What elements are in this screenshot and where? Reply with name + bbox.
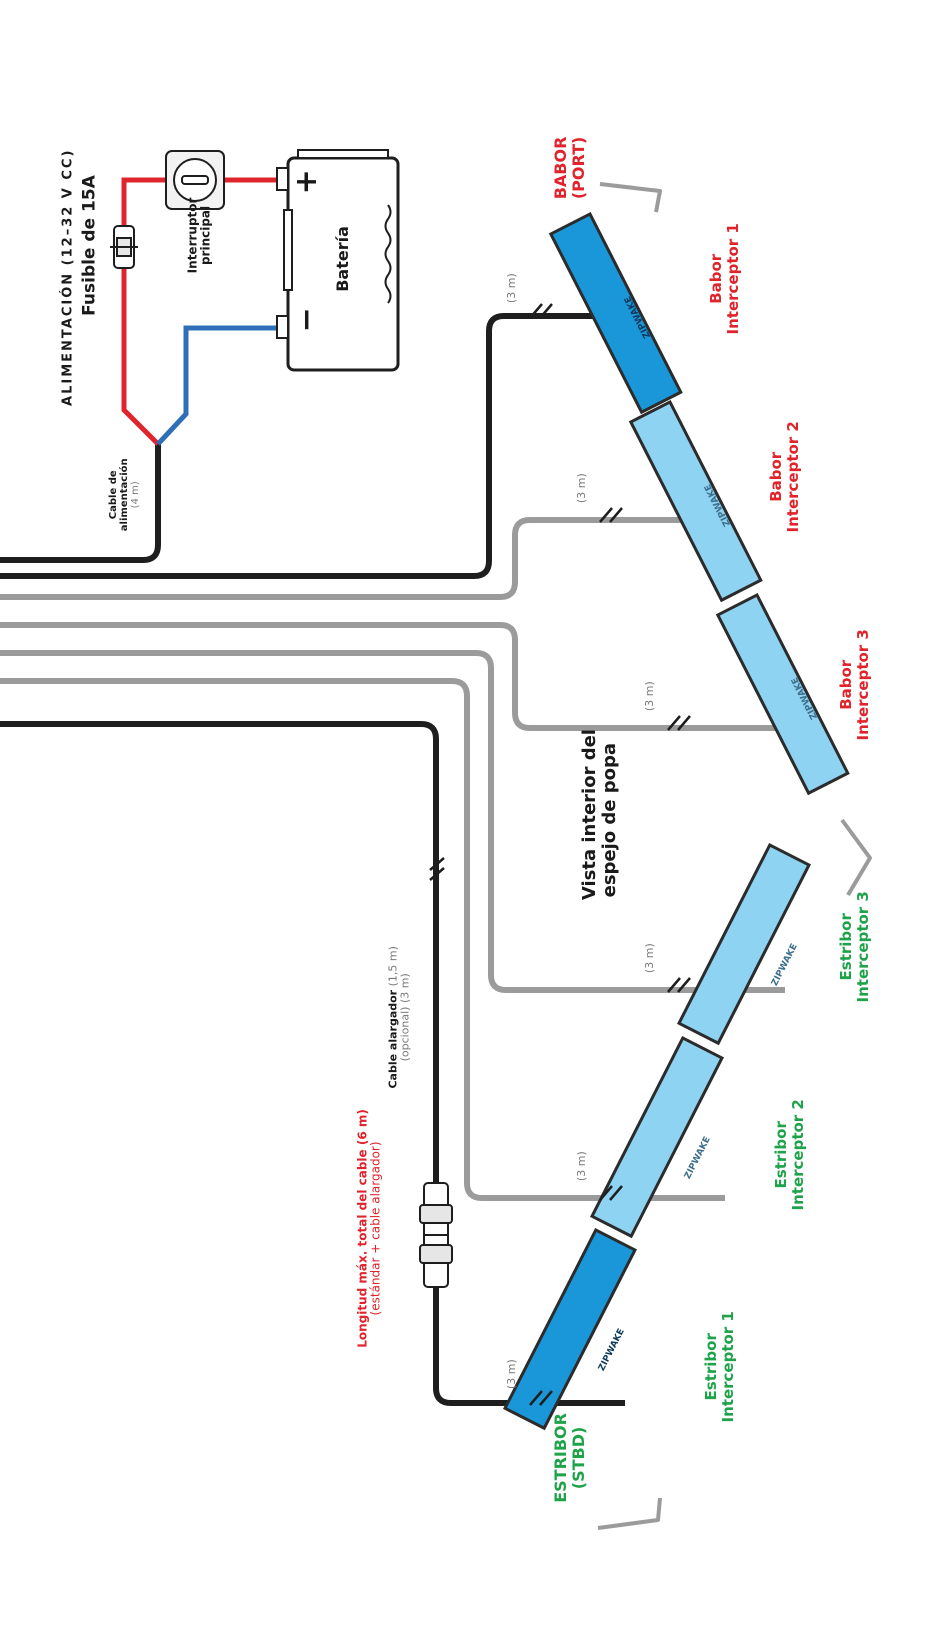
babor-side-line1: BABOR: [551, 136, 571, 200]
estribor-interceptor-1-label: Estribor Interceptor 1: [702, 1302, 737, 1432]
cable-estribor-interceptor-1: [0, 721, 439, 1183]
estribor-interceptor-3-label: Estribor Interceptor 3: [837, 882, 872, 1012]
break-mark: [667, 715, 691, 731]
extension-title: Cable alargador: [386, 989, 400, 1089]
babor-side-label: BABOR (PORT): [551, 128, 588, 208]
battery-minus: −: [289, 307, 325, 333]
cable-estribor-interceptor-2: [0, 678, 725, 1201]
fuse-icon: [110, 225, 138, 269]
power-cable: [0, 444, 161, 563]
red-wire: [121, 177, 170, 446]
estribor-i1-line2: Interceptor 1: [719, 1311, 737, 1423]
babor-i1-line1: Babor: [707, 253, 726, 304]
break-mark: [529, 1390, 553, 1406]
break-mark: [529, 303, 553, 319]
view-label-line1: Vista interior del: [578, 729, 600, 901]
babor-i2-line1: Babor: [767, 451, 786, 502]
estribor-i2-line1: Estribor: [772, 1121, 791, 1189]
battery-icon: [276, 149, 400, 372]
estribor-side-label: ESTRIBOR (STBD): [551, 1408, 588, 1508]
estribor-i3-line2: Interceptor 3: [854, 891, 872, 1003]
estribor-interceptor-2-label: Estribor Interceptor 2: [772, 1090, 807, 1220]
transom-apex: [840, 818, 872, 897]
switch-label-line1: Interruptor: [185, 197, 200, 274]
power-cable-label: Cable de alimentación (4 m): [108, 440, 142, 550]
babor-bracket: [599, 182, 662, 213]
fuse-label: Fusible de 15A: [79, 175, 100, 316]
switch-icon: [165, 150, 225, 210]
switch-label-line2: principal: [199, 205, 213, 266]
estribor-side-line2: (STBD): [569, 1426, 588, 1490]
estribor-side-line1: ESTRIBOR: [551, 1413, 571, 1503]
cable-babor-interceptor-1: [0, 313, 640, 579]
babor-interceptor-2-unit: [628, 399, 763, 603]
power-title: ALIMENTACIÓN (12–32 V CC): [60, 148, 76, 406]
cable-length-estribor-3: (3 m): [642, 943, 656, 974]
power-cable-label-line1: Cable de: [108, 470, 120, 520]
babor-interceptor-1-label: Babor Interceptor 1: [707, 214, 742, 344]
estribor-interceptor-1-unit: [502, 1228, 638, 1431]
blue-wire: [156, 325, 288, 446]
max-length-label: Longitud máx. total del cable (6 m) (est…: [355, 1088, 384, 1368]
cable-length-estribor-2: (3 m): [574, 1151, 588, 1182]
estribor-interceptor-2-unit: [589, 1036, 725, 1239]
babor-i3-line1: Babor: [837, 659, 856, 710]
switch-label: Interruptor principal: [185, 175, 214, 295]
break-mark: [599, 1185, 623, 1201]
extension-optional: (opcional): [399, 1006, 412, 1062]
battery-plus: +: [289, 169, 325, 195]
cable-length-babor-1: (3 m): [504, 273, 518, 304]
extension-cable-label: Cable alargador (1,5 m) (opcional) (3 m): [386, 907, 413, 1127]
babor-interceptor-1-unit: [548, 211, 683, 415]
estribor-bracket: [597, 1497, 662, 1530]
extension-length1: (1,5 m): [386, 946, 400, 987]
cable-estribor-interceptor-1-lower: [433, 1287, 625, 1406]
babor-i1-line2: Interceptor 1: [724, 223, 742, 335]
cable-babor-interceptor-3: [0, 622, 775, 731]
extension-connector-icon: [419, 1182, 453, 1288]
power-cable-length: (4 m): [130, 481, 142, 509]
cable-babor-interceptor-2: [0, 517, 710, 600]
battery-label: Batería: [333, 226, 353, 292]
break-mark: [667, 977, 691, 993]
max-length-line2: (estándar + cable alargador): [369, 1141, 383, 1316]
cable-estribor-interceptor-3: [0, 650, 785, 993]
babor-interceptor-3-unit: [715, 592, 850, 796]
babor-i3-line2: Interceptor 3: [854, 629, 872, 741]
cable-length-estribor-1: (3 m): [504, 1359, 518, 1390]
view-label-line2: espejo de popa: [599, 742, 620, 898]
view-label: Vista interior del espejo de popa: [578, 729, 620, 901]
estribor-i3-line1: Estribor: [837, 913, 856, 981]
babor-interceptor-3-label: Babor Interceptor 3: [837, 620, 872, 750]
babor-i2-line2: Interceptor 2: [784, 421, 802, 533]
estribor-interceptor-3-unit: [676, 843, 812, 1046]
estribor-i1-line1: Estribor: [702, 1333, 721, 1401]
max-length-line1: Longitud máx. total del cable (6 m): [355, 1109, 370, 1348]
estribor-i2-line2: Interceptor 2: [789, 1099, 807, 1211]
cable-length-babor-3: (3 m): [642, 681, 656, 712]
babor-side-line2: (PORT): [569, 136, 588, 200]
power-cable-label-line2: alimentación: [119, 458, 131, 532]
cable-length-babor-2: (3 m): [574, 473, 588, 504]
extension-length2: (3 m): [399, 973, 412, 1004]
break-mark: [599, 507, 623, 523]
babor-interceptor-2-label: Babor Interceptor 2: [767, 412, 802, 542]
break-mark: [429, 857, 445, 881]
